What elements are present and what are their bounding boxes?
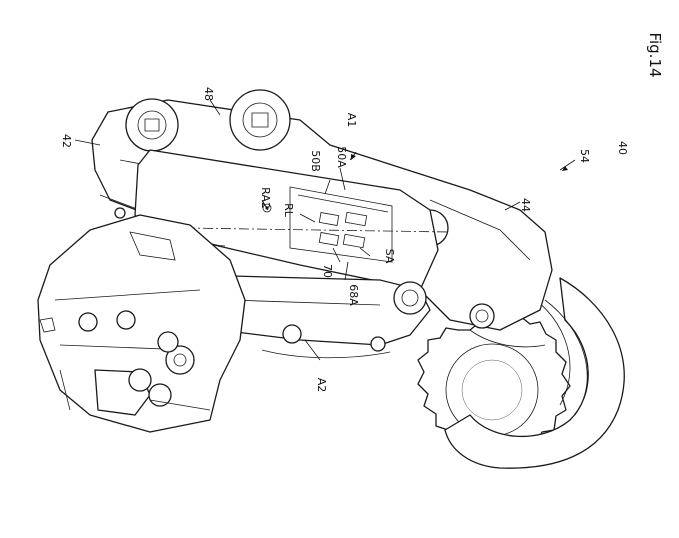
pulley-bolt: [469, 303, 546, 348]
label-50A: 50A: [335, 146, 348, 168]
label-RL: RL: [282, 203, 295, 218]
label-44: 44: [519, 198, 532, 212]
label-50B: 50B: [309, 150, 322, 172]
label-A2: A2: [315, 378, 328, 393]
label-68A: 68A: [347, 284, 360, 306]
label-54: 54: [578, 149, 591, 163]
leader-lines: [74, 99, 576, 361]
base-member: [37, 214, 246, 433]
figure-title: Fig.14: [646, 32, 664, 77]
label-70: 70: [321, 264, 334, 278]
label-40: 40: [616, 141, 629, 155]
label-48: 48: [202, 87, 215, 101]
label-A1: A1: [345, 113, 358, 128]
label-42: 42: [60, 134, 73, 148]
label-RA2: RA2: [259, 187, 272, 209]
label-SA: SA: [383, 249, 396, 264]
